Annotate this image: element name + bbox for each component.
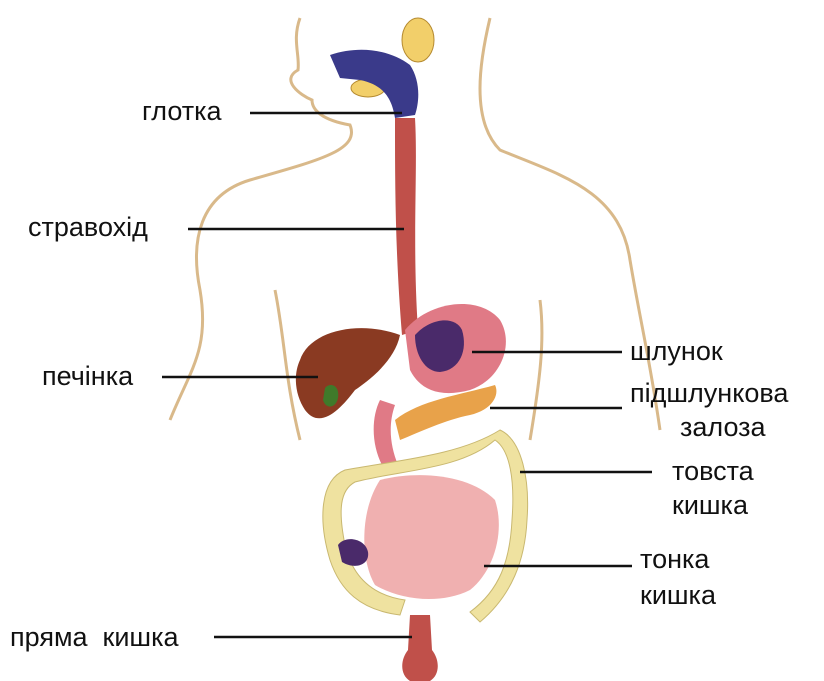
label-pharynx: глотка xyxy=(142,96,222,126)
label-pancreas-line2: залоза xyxy=(680,412,766,442)
rectum-shape xyxy=(402,615,438,681)
pancreas-shape xyxy=(395,385,496,440)
appendix-shape xyxy=(338,539,368,566)
label-pancreas-line1: підшлункова xyxy=(630,378,788,408)
label-stomach: шлунок xyxy=(630,336,723,366)
small-intestine-shape xyxy=(364,475,499,599)
label-large-intestine-line2: кишка xyxy=(672,490,748,520)
label-large-intestine-line1: товста xyxy=(672,456,754,486)
label-esophagus: стравохід xyxy=(28,212,148,242)
label-small-intestine-line2: кишка xyxy=(640,580,716,610)
parotid-gland xyxy=(402,18,434,62)
label-rectum: пряма кишка xyxy=(10,622,179,652)
duodenum-shape xyxy=(374,400,398,470)
label-liver: печінка xyxy=(42,361,133,391)
esophagus-shape xyxy=(395,118,418,335)
pharynx-shape xyxy=(330,50,418,118)
label-small-intestine-line1: тонка xyxy=(640,544,709,574)
